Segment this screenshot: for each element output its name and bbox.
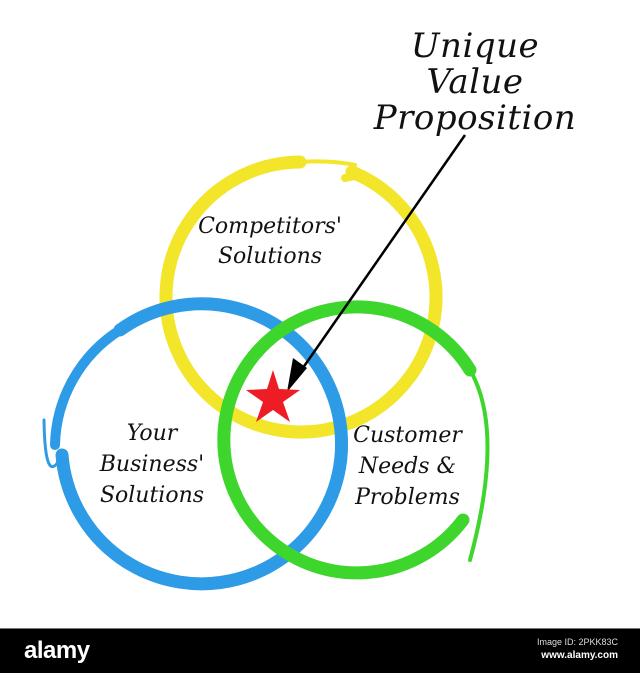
customer-label-line-2: Needs & xyxy=(358,454,457,479)
competitors-label: Competitors' Solutions xyxy=(180,212,360,272)
business-label-line-3: Solutions xyxy=(99,483,205,508)
competitors-circle xyxy=(159,155,443,439)
venn-diagram xyxy=(42,134,490,591)
customer-label: Customer Needs & Problems xyxy=(330,420,485,513)
business-label: Your Business' Solutions xyxy=(82,418,222,511)
customer-circle xyxy=(217,300,490,580)
title-line-1: Unique xyxy=(410,26,540,66)
image-id: Image ID: 2PKK83C xyxy=(536,637,618,647)
website-link[interactable]: www.alamy.com xyxy=(541,650,618,661)
customer-label-line-3: Problems xyxy=(355,485,460,510)
competitors-label-line-2: Solutions xyxy=(217,244,323,269)
business-label-line-1: Your xyxy=(126,421,178,446)
diagram-title: Unique Value Proposition xyxy=(335,28,615,136)
business-label-line-2: Business' xyxy=(99,452,205,477)
title-line-3: Proposition xyxy=(373,98,577,138)
star-icon xyxy=(246,370,300,422)
competitors-label-line-1: Competitors' xyxy=(198,214,342,239)
business-circle xyxy=(42,297,349,591)
arrow-pointer xyxy=(287,134,467,392)
customer-label-line-1: Customer xyxy=(353,423,462,448)
alamy-logo: alamy xyxy=(24,637,90,664)
watermark-footer: alamy Image ID: 2PKK83C www.alamy.com xyxy=(0,628,640,673)
title-line-2: Value xyxy=(426,62,524,102)
venn-diagram-canvas: Unique Value Proposition Competitors' So… xyxy=(42,28,615,591)
